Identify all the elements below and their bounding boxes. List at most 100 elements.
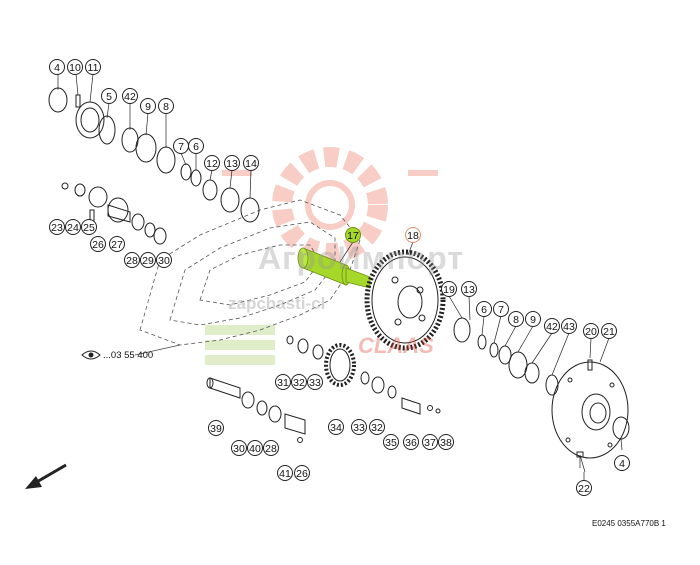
callout-30-low[interactable]: 30 — [231, 440, 247, 456]
right-parts-row — [453, 317, 559, 396]
callout-17[interactable]: 17 — [345, 227, 361, 243]
callout-39[interactable]: 39 — [208, 420, 224, 436]
svg-text:9: 9 — [530, 314, 536, 326]
callout-6-top[interactable]: 6 — [188, 138, 204, 154]
svg-text:42: 42 — [124, 91, 136, 103]
callout-20[interactable]: 20 — [583, 323, 599, 339]
svg-text:19: 19 — [443, 284, 455, 296]
svg-text:11: 11 — [88, 62, 99, 74]
callout-35[interactable]: 35 — [383, 434, 399, 450]
callout-32-low[interactable]: 32 — [369, 419, 385, 435]
callout-43[interactable]: 43 — [561, 318, 577, 334]
callout-26-low[interactable]: 26 — [294, 465, 310, 481]
callout-33-mid[interactable]: 33 — [307, 374, 323, 390]
callout-10[interactable]: 10 — [67, 59, 83, 75]
svg-text:40: 40 — [249, 443, 261, 455]
callout-7-top[interactable]: 7 — [173, 138, 189, 154]
svg-text:12: 12 — [206, 158, 218, 170]
watermark-brand: АгроИмпорт — [258, 240, 464, 276]
svg-text:14: 14 — [245, 158, 257, 170]
svg-text:20: 20 — [585, 326, 597, 338]
callout-13-top[interactable]: 13 — [224, 155, 240, 171]
callout-33-low[interactable]: 33 — [351, 419, 367, 435]
watermark-field-icon — [205, 325, 275, 365]
svg-text:8: 8 — [163, 101, 169, 113]
callout-12[interactable]: 12 — [204, 155, 220, 171]
svg-text:42: 42 — [546, 321, 558, 333]
svg-text:28: 28 — [126, 255, 138, 267]
callout-13-right[interactable]: 13 — [461, 281, 477, 297]
callout-8-top[interactable]: 8 — [158, 98, 174, 114]
callout-24[interactable]: 24 — [65, 219, 81, 235]
eye-icon — [81, 350, 101, 360]
flange-21 — [551, 359, 630, 473]
callout-8-right[interactable]: 8 — [508, 311, 524, 327]
callout-6-right[interactable]: 6 — [476, 301, 492, 317]
shaft-17-highlight — [297, 247, 371, 289]
callout-40[interactable]: 40 — [247, 440, 263, 456]
callout-4-low[interactable]: 4 — [614, 455, 630, 471]
callout-9-right[interactable]: 9 — [525, 311, 541, 327]
callout-32-mid[interactable]: 32 — [291, 374, 307, 390]
callout-29[interactable]: 29 — [140, 252, 156, 268]
svg-text:30: 30 — [158, 255, 170, 267]
callout-28-left[interactable]: 28 — [124, 252, 140, 268]
callout-38[interactable]: 38 — [438, 434, 454, 450]
svg-text:17: 17 — [347, 230, 359, 242]
svg-text:30: 30 — [233, 443, 245, 455]
gear-18 — [364, 249, 446, 351]
callout-19[interactable]: 19 — [441, 281, 457, 297]
callout-31[interactable]: 31 — [275, 374, 291, 390]
callout-37[interactable]: 37 — [422, 434, 438, 450]
svg-text:5: 5 — [106, 91, 112, 103]
housing-outline — [134, 199, 361, 356]
callout-41[interactable]: 41 — [277, 465, 293, 481]
callout-27[interactable]: 27 — [109, 236, 125, 252]
view-reference: ...03 55 400 — [103, 350, 154, 361]
watermark-url: zapchasti-cl — [228, 294, 326, 313]
svg-text:39: 39 — [210, 423, 222, 435]
svg-text:34: 34 — [330, 422, 342, 434]
callout-9-top[interactable]: 9 — [140, 98, 156, 114]
svg-text:7: 7 — [498, 304, 504, 316]
svg-text:32: 32 — [293, 377, 305, 389]
svg-text:4: 4 — [54, 62, 60, 74]
svg-text:13: 13 — [463, 284, 475, 296]
svg-text:33: 33 — [353, 422, 365, 434]
callout-28-low[interactable]: 28 — [263, 440, 279, 456]
svg-text:10: 10 — [69, 62, 81, 74]
arrow-down-left-icon — [25, 463, 67, 489]
svg-text:25: 25 — [83, 222, 95, 234]
svg-text:31: 31 — [277, 377, 289, 389]
leader-lines — [57, 73, 623, 480]
callout-5[interactable]: 5 — [101, 88, 117, 104]
callout-4-top[interactable]: 4 — [49, 59, 65, 75]
svg-text:6: 6 — [193, 141, 199, 153]
callout-22[interactable]: 22 — [576, 480, 592, 496]
callout-14[interactable]: 14 — [243, 155, 259, 171]
callout-26-left[interactable]: 26 — [90, 236, 106, 252]
svg-text:13: 13 — [226, 158, 238, 170]
svg-text:27: 27 — [111, 239, 123, 251]
callout-30-left[interactable]: 30 — [156, 252, 172, 268]
callout-18[interactable]: 18 — [405, 227, 421, 243]
left-shaft-group — [61, 182, 167, 245]
callout-11[interactable]: 11 — [85, 59, 101, 75]
svg-text:6: 6 — [481, 304, 487, 316]
callout-34[interactable]: 34 — [328, 419, 344, 435]
callout-23[interactable]: 23 — [49, 219, 65, 235]
callout-36[interactable]: 36 — [403, 434, 419, 450]
svg-text:8: 8 — [513, 314, 519, 326]
callout-42-top[interactable]: 42 — [122, 88, 138, 104]
callout-7-right[interactable]: 7 — [493, 301, 509, 317]
svg-text:7: 7 — [178, 141, 184, 153]
bolt-details — [576, 451, 584, 468]
callout-21[interactable]: 21 — [601, 323, 617, 339]
svg-text:26: 26 — [92, 239, 104, 251]
svg-text:4: 4 — [619, 458, 625, 470]
callout-25[interactable]: 25 — [81, 219, 97, 235]
callout-42-right[interactable]: 42 — [544, 318, 560, 334]
svg-text:37: 37 — [424, 437, 436, 449]
svg-text:41: 41 — [279, 468, 291, 480]
